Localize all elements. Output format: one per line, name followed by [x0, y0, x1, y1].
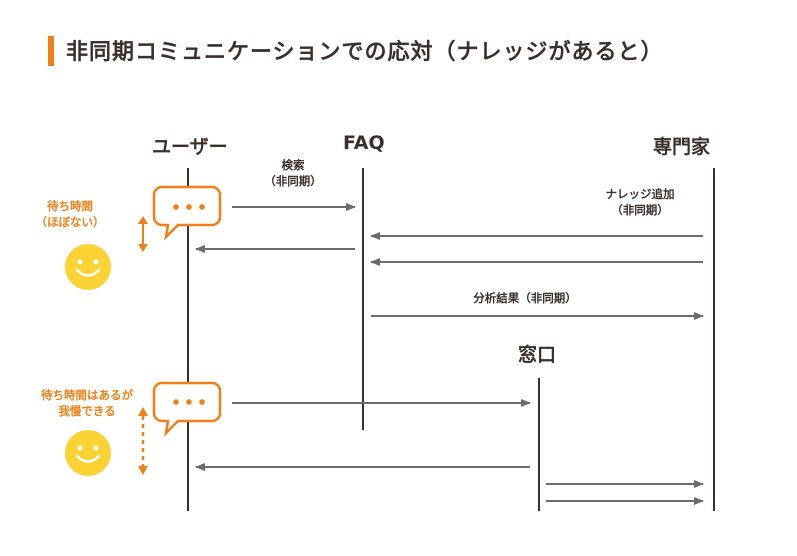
- actor-faq-label: FAQ: [343, 132, 385, 154]
- page-title: 非同期コミュニケーションでの応対（ナレッジがあると）: [66, 40, 664, 65]
- chat-bubble-icon: [152, 381, 222, 437]
- smiley-icon: [65, 244, 111, 290]
- chat-bubble-icon: [152, 185, 222, 241]
- wait-note-2-line1: 待ち時間はあるが: [41, 388, 133, 402]
- long-wait-indicator: [138, 407, 148, 475]
- actor-window-label: 窓口: [518, 344, 557, 366]
- actor-user-label: ユーザー: [152, 136, 228, 158]
- short-wait-indicator: [138, 216, 148, 252]
- wait-note-2-line2: 我慢できる: [58, 404, 116, 418]
- wait-note-2: 待ち時間はあるが 我慢できる: [22, 387, 152, 419]
- knowledge-message-line1: ナレッジ追加: [605, 187, 675, 201]
- search-message-line1: 検索: [281, 158, 305, 172]
- title-accent-bar: [48, 36, 54, 66]
- wait-note-1-line2: （ほぼない）: [35, 215, 105, 229]
- knowledge-message-label: ナレッジ追加 （非同期）: [582, 186, 698, 218]
- wait-note-1-line1: 待ち時間: [47, 199, 93, 213]
- actor-expert-label: 専門家: [653, 136, 711, 158]
- knowledge-message-line2: （非同期）: [611, 203, 669, 217]
- search-message-label: 検索 （非同期）: [248, 157, 338, 189]
- wait-note-1: 待ち時間 （ほぼない）: [34, 198, 106, 230]
- analysis-message-label: 分析結果（非同期）: [473, 291, 577, 305]
- search-message-line2: （非同期）: [264, 174, 322, 188]
- smiley-icon: [65, 430, 111, 476]
